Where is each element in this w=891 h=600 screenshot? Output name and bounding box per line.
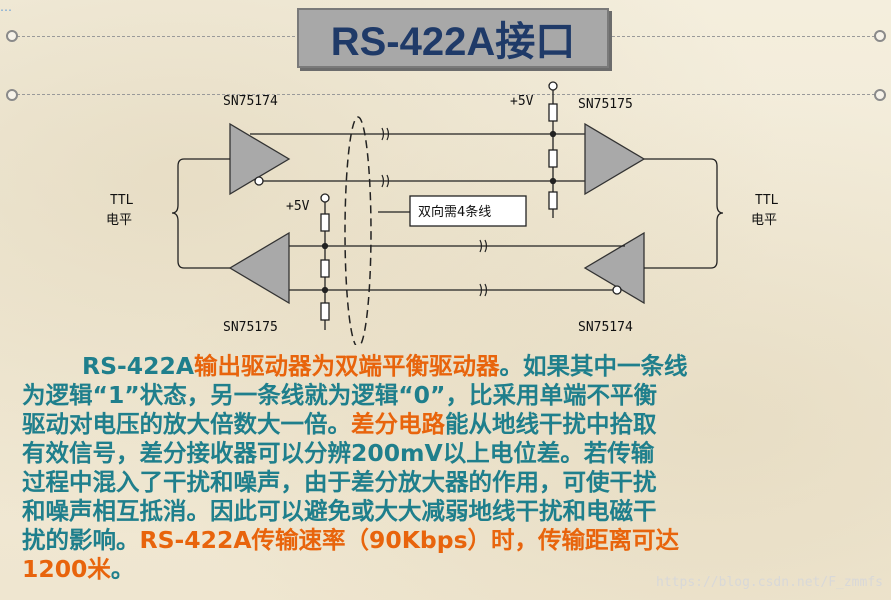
receiver-gate-top-right xyxy=(584,122,646,196)
label-plus5v-top: +5V xyxy=(510,94,534,109)
para-line-7: 扰的影响。RS-422A传输速率（90Kbps）时，传输距离可达 xyxy=(22,526,882,555)
para-seg: 。 xyxy=(110,555,135,583)
para-line-4: 有效信号，差分接收器可以分辨200mV以上电位差。若传输 xyxy=(22,439,882,468)
driver-gate-bottom-right xyxy=(583,231,645,305)
para-seg: 1200米 xyxy=(22,555,111,583)
para-seg: RS-422A传输速率（90Kbps）时，传输距离可达 xyxy=(139,526,680,554)
label-sn-bottom-right: SN75174 xyxy=(578,320,633,335)
right-ttl-brace xyxy=(705,158,724,269)
label-ttl-right-1: TTL xyxy=(755,193,779,208)
twisted-pair-ellipse xyxy=(344,116,372,345)
para-line-8: 1200米。 xyxy=(22,555,882,584)
slide-title: RS-422A接口 xyxy=(330,20,576,64)
para-seg: 扰的影响。 xyxy=(22,526,140,554)
label-sn-bottom-left: SN75175 xyxy=(223,320,278,335)
receiver-gate-bottom-left xyxy=(228,231,290,305)
label-sn-top-left: SN75174 xyxy=(223,94,278,109)
rs422-circuit-diagram: 双向需4条线 SN75174 SN75175 SN75175 SN75174 +… xyxy=(106,81,779,345)
para-seg: 输出驱动器为双端平衡驱动器 xyxy=(194,352,500,380)
label-ttl-right-2: 电平 xyxy=(751,213,777,228)
para-line-3: 驱动对电压的放大倍数大一倍。差分电路能从地线干扰中拾取 xyxy=(22,410,882,439)
para-line-1: RS-422A输出驱动器为双端平衡驱动器。如果其中一条线 xyxy=(22,352,882,381)
line-break-marks xyxy=(381,127,488,297)
label-sn-top-right: SN75175 xyxy=(578,97,633,112)
pullup-resistor-chain-top xyxy=(548,81,558,218)
resize-handle-top-right[interactable] xyxy=(874,30,886,42)
para-line-5: 过程中混入了干扰和噪声，由于差分放大器的作用，可使干扰 xyxy=(22,468,882,497)
para-seg: RS-422A xyxy=(82,352,195,380)
resize-handle-bottom-left[interactable] xyxy=(6,89,18,101)
para-seg: 能从地线干扰中拾取 xyxy=(445,410,657,438)
description-paragraph: RS-422A输出驱动器为双端平衡驱动器。如果其中一条线 为逻辑“1”状态，另一… xyxy=(22,352,882,584)
callout-box xyxy=(409,195,527,227)
watermark-url: https://blog.csdn.net/F_zmmfs xyxy=(656,575,883,590)
callout-text: 双向需4条线 xyxy=(418,204,491,220)
para-seg: 过程中混入了干扰和噪声，由于差分放大器的作用，可使干扰 xyxy=(22,468,657,496)
para-seg: 。如果其中一条线 xyxy=(499,352,688,380)
para-seg: 驱动对电压的放大倍数大一倍。 xyxy=(22,410,351,438)
label-ttl-left-2: 电平 xyxy=(106,213,132,228)
para-seg: 为逻辑“1”状态，另一条线就为逻辑“0”，比采用单端不平衡 xyxy=(22,381,657,409)
para-line-2: 为逻辑“1”状态，另一条线就为逻辑“0”，比采用单端不平衡 xyxy=(22,381,882,410)
title-box[interactable]: RS-422A接口 xyxy=(297,8,609,68)
resize-handle-bottom-right[interactable] xyxy=(874,89,886,101)
para-seg: 和噪声相互抵消。因此可以避免或大大减弱地线干扰和电磁干 xyxy=(22,497,657,525)
para-seg: 差分电路 xyxy=(351,410,445,438)
para-seg: 有效信号，差分接收器可以分辨200mV以上电位差。若传输 xyxy=(22,439,655,467)
para-line-6: 和噪声相互抵消。因此可以避免或大大减弱地线干扰和电磁干 xyxy=(22,497,882,526)
pullup-resistor-chain-bottom xyxy=(320,193,330,330)
label-ttl-left-1: TTL xyxy=(110,193,134,208)
top-left-fragment: … xyxy=(0,0,12,14)
resize-handle-top-left[interactable] xyxy=(6,30,18,42)
left-ttl-brace xyxy=(171,158,190,269)
label-plus5v-mid: +5V xyxy=(286,199,310,214)
